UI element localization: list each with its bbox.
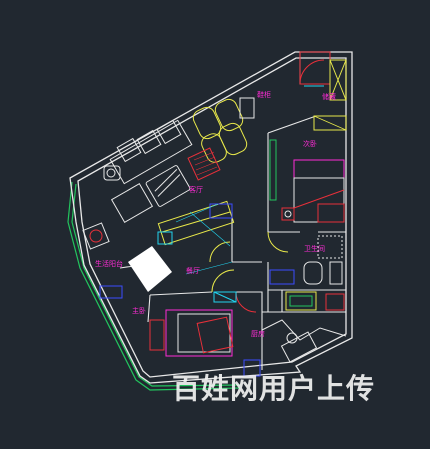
label-bathroom: 卫生间 bbox=[304, 244, 325, 253]
label-bedroom-2: 次卧 bbox=[303, 139, 317, 148]
facade-windows bbox=[67, 181, 241, 391]
label-master-bedroom: 主卧 bbox=[132, 306, 146, 315]
bathroom-fixtures bbox=[269, 235, 343, 285]
label-kitchen: 厨房 bbox=[251, 329, 265, 338]
living-rug bbox=[187, 147, 221, 181]
kitchen-counter bbox=[261, 291, 347, 341]
balcony-washer bbox=[82, 222, 123, 299]
label-balcony: 生活阳台 bbox=[95, 259, 123, 268]
outer-walls bbox=[69, 51, 353, 384]
bedroom2-bed bbox=[281, 159, 345, 223]
sofa-group bbox=[103, 119, 193, 223]
label-storage: 储藏 bbox=[322, 92, 336, 101]
label-entry-cabinet: 鞋柜 bbox=[257, 90, 271, 99]
structural-column bbox=[128, 246, 172, 292]
dining-chairs bbox=[192, 97, 255, 163]
entry-cabinet bbox=[299, 51, 347, 101]
label-dining: 餐厅 bbox=[186, 266, 200, 275]
label-living-room: 客厅 bbox=[189, 185, 203, 194]
watermark-text: 百姓网用户上传 bbox=[172, 372, 375, 405]
master-bed bbox=[149, 291, 237, 357]
bedroom2-wardrobe-x bbox=[313, 115, 347, 131]
tv-cabinet bbox=[157, 200, 235, 246]
bedroom2-desk bbox=[269, 139, 277, 201]
interior-walls bbox=[119, 52, 346, 370]
room-labels: 鞋柜 储藏 次卧 客厅 卫生间 生活阳台 餐厅 主卧 厨房 bbox=[95, 90, 336, 338]
bedroom2-wardrobe bbox=[313, 115, 347, 131]
rug-hatch bbox=[193, 151, 218, 176]
kitchen-dining-table bbox=[243, 331, 318, 377]
guide-lines bbox=[175, 203, 233, 275]
